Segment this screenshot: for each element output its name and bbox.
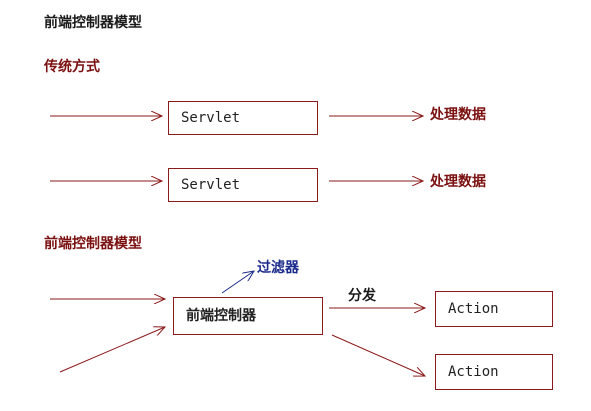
- front-controller-box: 前端控制器: [173, 297, 323, 335]
- servlet-label-2: Servlet: [181, 177, 241, 193]
- dispatch-arrow-2: [331, 334, 425, 376]
- filter-arrow: [221, 271, 254, 294]
- servlet-box-1: Servlet: [168, 101, 318, 135]
- servlet-box-2: Servlet: [168, 168, 318, 202]
- servlet-label-1: Servlet: [181, 110, 241, 126]
- front-controller-heading: 前端控制器模型: [44, 236, 142, 252]
- filter-label: 过滤器: [257, 260, 299, 276]
- front-controller-label: 前端控制器: [186, 308, 256, 324]
- action-label-1: Action: [448, 301, 499, 317]
- action-label-2: Action: [448, 364, 499, 380]
- page-title: 前端控制器模型: [44, 15, 142, 31]
- action-box-1: Action: [435, 291, 553, 327]
- action-box-2: Action: [435, 354, 553, 390]
- dispatch-label: 分发: [348, 288, 376, 304]
- traditional-heading: 传统方式: [44, 59, 100, 75]
- process-data-label-1: 处理数据: [430, 107, 486, 123]
- input-arrow-4: [59, 327, 165, 373]
- process-data-label-2: 处理数据: [430, 174, 486, 190]
